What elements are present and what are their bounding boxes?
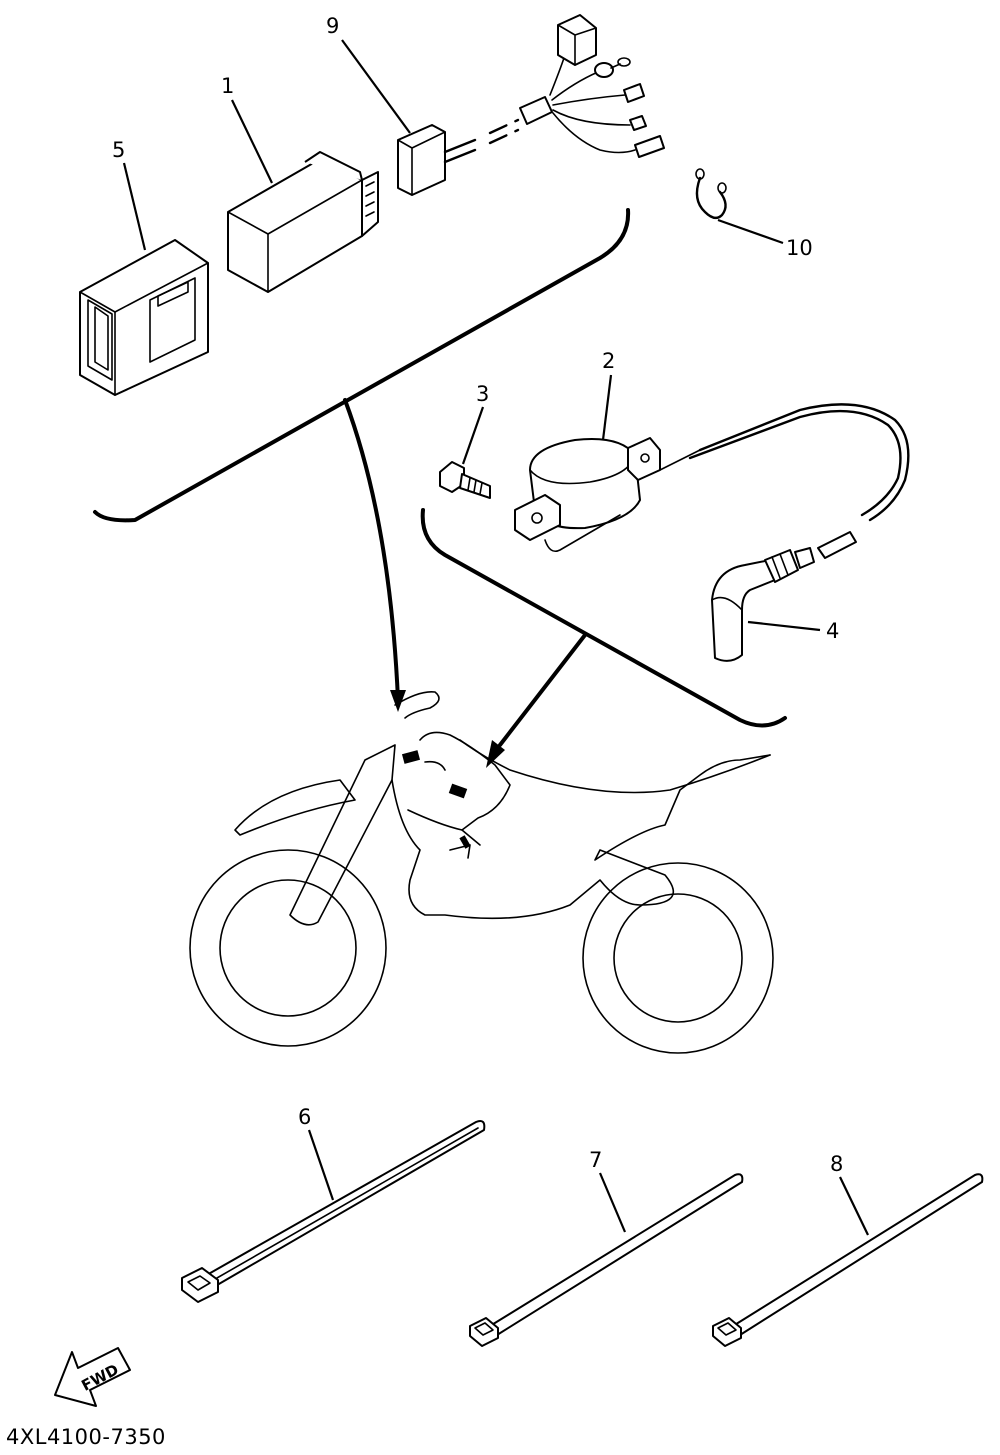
part-1-cdi-unit — [227, 151, 379, 293]
callout-2: 2 — [602, 349, 615, 373]
part-5-connector-housing — [79, 239, 209, 396]
callout-5: 5 — [112, 138, 125, 162]
part-6-cable-tie — [181, 1120, 486, 1303]
callout-6: 6 — [298, 1105, 311, 1129]
leader-lines — [122, 39, 869, 1236]
callout-3: 3 — [476, 382, 489, 406]
group-bracket-cdi — [93, 208, 631, 712]
part-9-wire-harness — [397, 14, 665, 196]
callout-4: 4 — [826, 619, 839, 643]
callout-7: 7 — [589, 1148, 602, 1172]
part-4-spark-plug-cap — [711, 531, 857, 662]
callout-10: 10 — [786, 236, 813, 260]
part-7-cable-tie — [469, 1173, 744, 1347]
part-3-bolt — [439, 461, 491, 499]
fwd-arrow-icon: FWD — [54, 1347, 131, 1407]
part-10-clip — [695, 168, 727, 220]
callout-9: 9 — [326, 14, 339, 38]
part-8-cable-tie — [712, 1173, 984, 1347]
callout-8: 8 — [830, 1152, 843, 1176]
motorcycle-outline — [189, 690, 774, 1054]
drawing-code: 4XL4100-7350 — [6, 1425, 166, 1449]
callout-1: 1 — [221, 74, 234, 98]
part-2-ignition-coil — [514, 403, 910, 553]
